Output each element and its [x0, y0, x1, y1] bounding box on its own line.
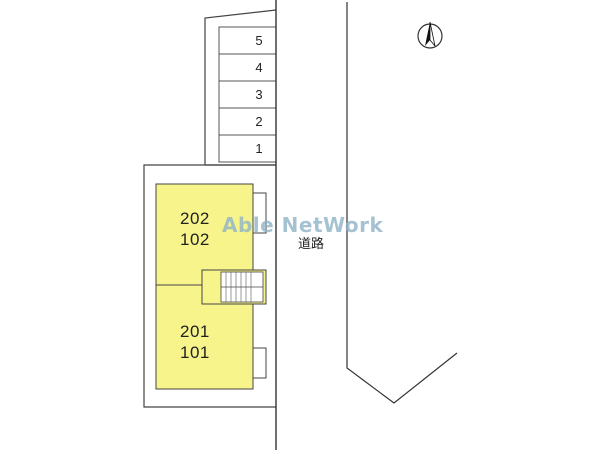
parking-spot-number: 2: [255, 114, 263, 129]
unit-label-202: 202: [180, 209, 210, 228]
parking-spot-number: 4: [255, 60, 263, 75]
unit-label-101: 101: [180, 343, 210, 362]
unit-label-201: 201: [180, 322, 210, 341]
staircase: [201, 269, 267, 305]
balcony-upper: [252, 192, 267, 234]
parking-spot-number: 3: [255, 87, 263, 102]
balcony-lower: [252, 347, 267, 379]
parking-spot-number: 1: [255, 141, 263, 156]
parking-spot-number: 5: [255, 33, 263, 48]
property-boundary: [143, 164, 276, 408]
watermark: Able NetWork: [222, 213, 384, 237]
road-edge-right: [346, 2, 458, 404]
north-arrow-icon: [417, 21, 443, 49]
parking-lot-outline: [204, 9, 277, 165]
unit-label-102: 102: [180, 230, 210, 249]
road-label: 道路: [298, 236, 325, 251]
